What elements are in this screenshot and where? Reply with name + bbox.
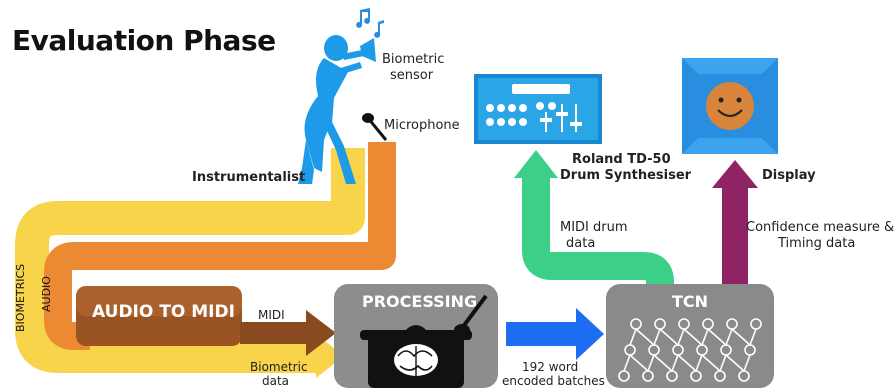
tcn-label: TCN	[672, 292, 709, 311]
biometrics-flow	[15, 148, 365, 373]
neural-network-icon	[618, 318, 762, 382]
processing-label: PROCESSING	[362, 292, 478, 311]
midi-arrow-body	[240, 322, 308, 344]
audio-to-midi-label: AUDIO TO MIDI	[92, 302, 235, 322]
biometrics-arrowhead	[316, 334, 344, 378]
display-label: Display	[762, 168, 816, 183]
microphone-icon	[362, 113, 388, 141]
confidence-arrow-body	[722, 186, 748, 290]
page-title: Evaluation Phase	[12, 24, 276, 57]
cooking-pot-brain-icon	[360, 294, 488, 388]
midi-drum-label-line1: MIDI drum	[560, 220, 628, 235]
audio-flow	[44, 142, 396, 350]
audio-vertical-label: AUDIO	[40, 276, 53, 312]
midi-drum-label-line2: data	[566, 236, 596, 251]
midi-drum-arrowhead	[514, 150, 558, 178]
biometric-sensor-label-line1: Biometric	[382, 52, 445, 67]
midi-drum-flow	[522, 176, 674, 290]
confidence-arrowhead	[712, 160, 758, 188]
roland-label-line2: Drum Synthesiser	[560, 168, 692, 183]
midi-label: MIDI	[258, 308, 285, 322]
batches-arrow-body	[506, 322, 580, 346]
instrumentalist-label: Instrumentalist	[192, 170, 306, 185]
biometric-data-label-line2: data	[262, 374, 290, 388]
midi-arrowhead	[306, 310, 336, 356]
tcn-box	[606, 284, 774, 388]
music-notes-icon	[356, 8, 384, 38]
biometric-data-label-line1: Biometric	[250, 360, 308, 374]
microphone-label: Microphone	[384, 118, 460, 133]
display-face-icon	[682, 58, 778, 154]
roland-label-line1: Roland TD-50	[572, 152, 671, 167]
drum-synth-icon	[474, 74, 602, 144]
batches-label-line2: encoded batches	[502, 374, 605, 388]
batches-arrowhead	[576, 308, 604, 360]
biometric-sensor-label-line2: sensor	[390, 68, 434, 83]
batches-label-line1: 192 word	[522, 360, 579, 374]
trumpet-player-icon	[298, 35, 376, 184]
confidence-label-line1: Confidence measure &	[746, 220, 895, 235]
biometrics-vertical-label: BIOMETRICS	[14, 263, 27, 332]
confidence-label-line2: Timing data	[778, 236, 856, 251]
